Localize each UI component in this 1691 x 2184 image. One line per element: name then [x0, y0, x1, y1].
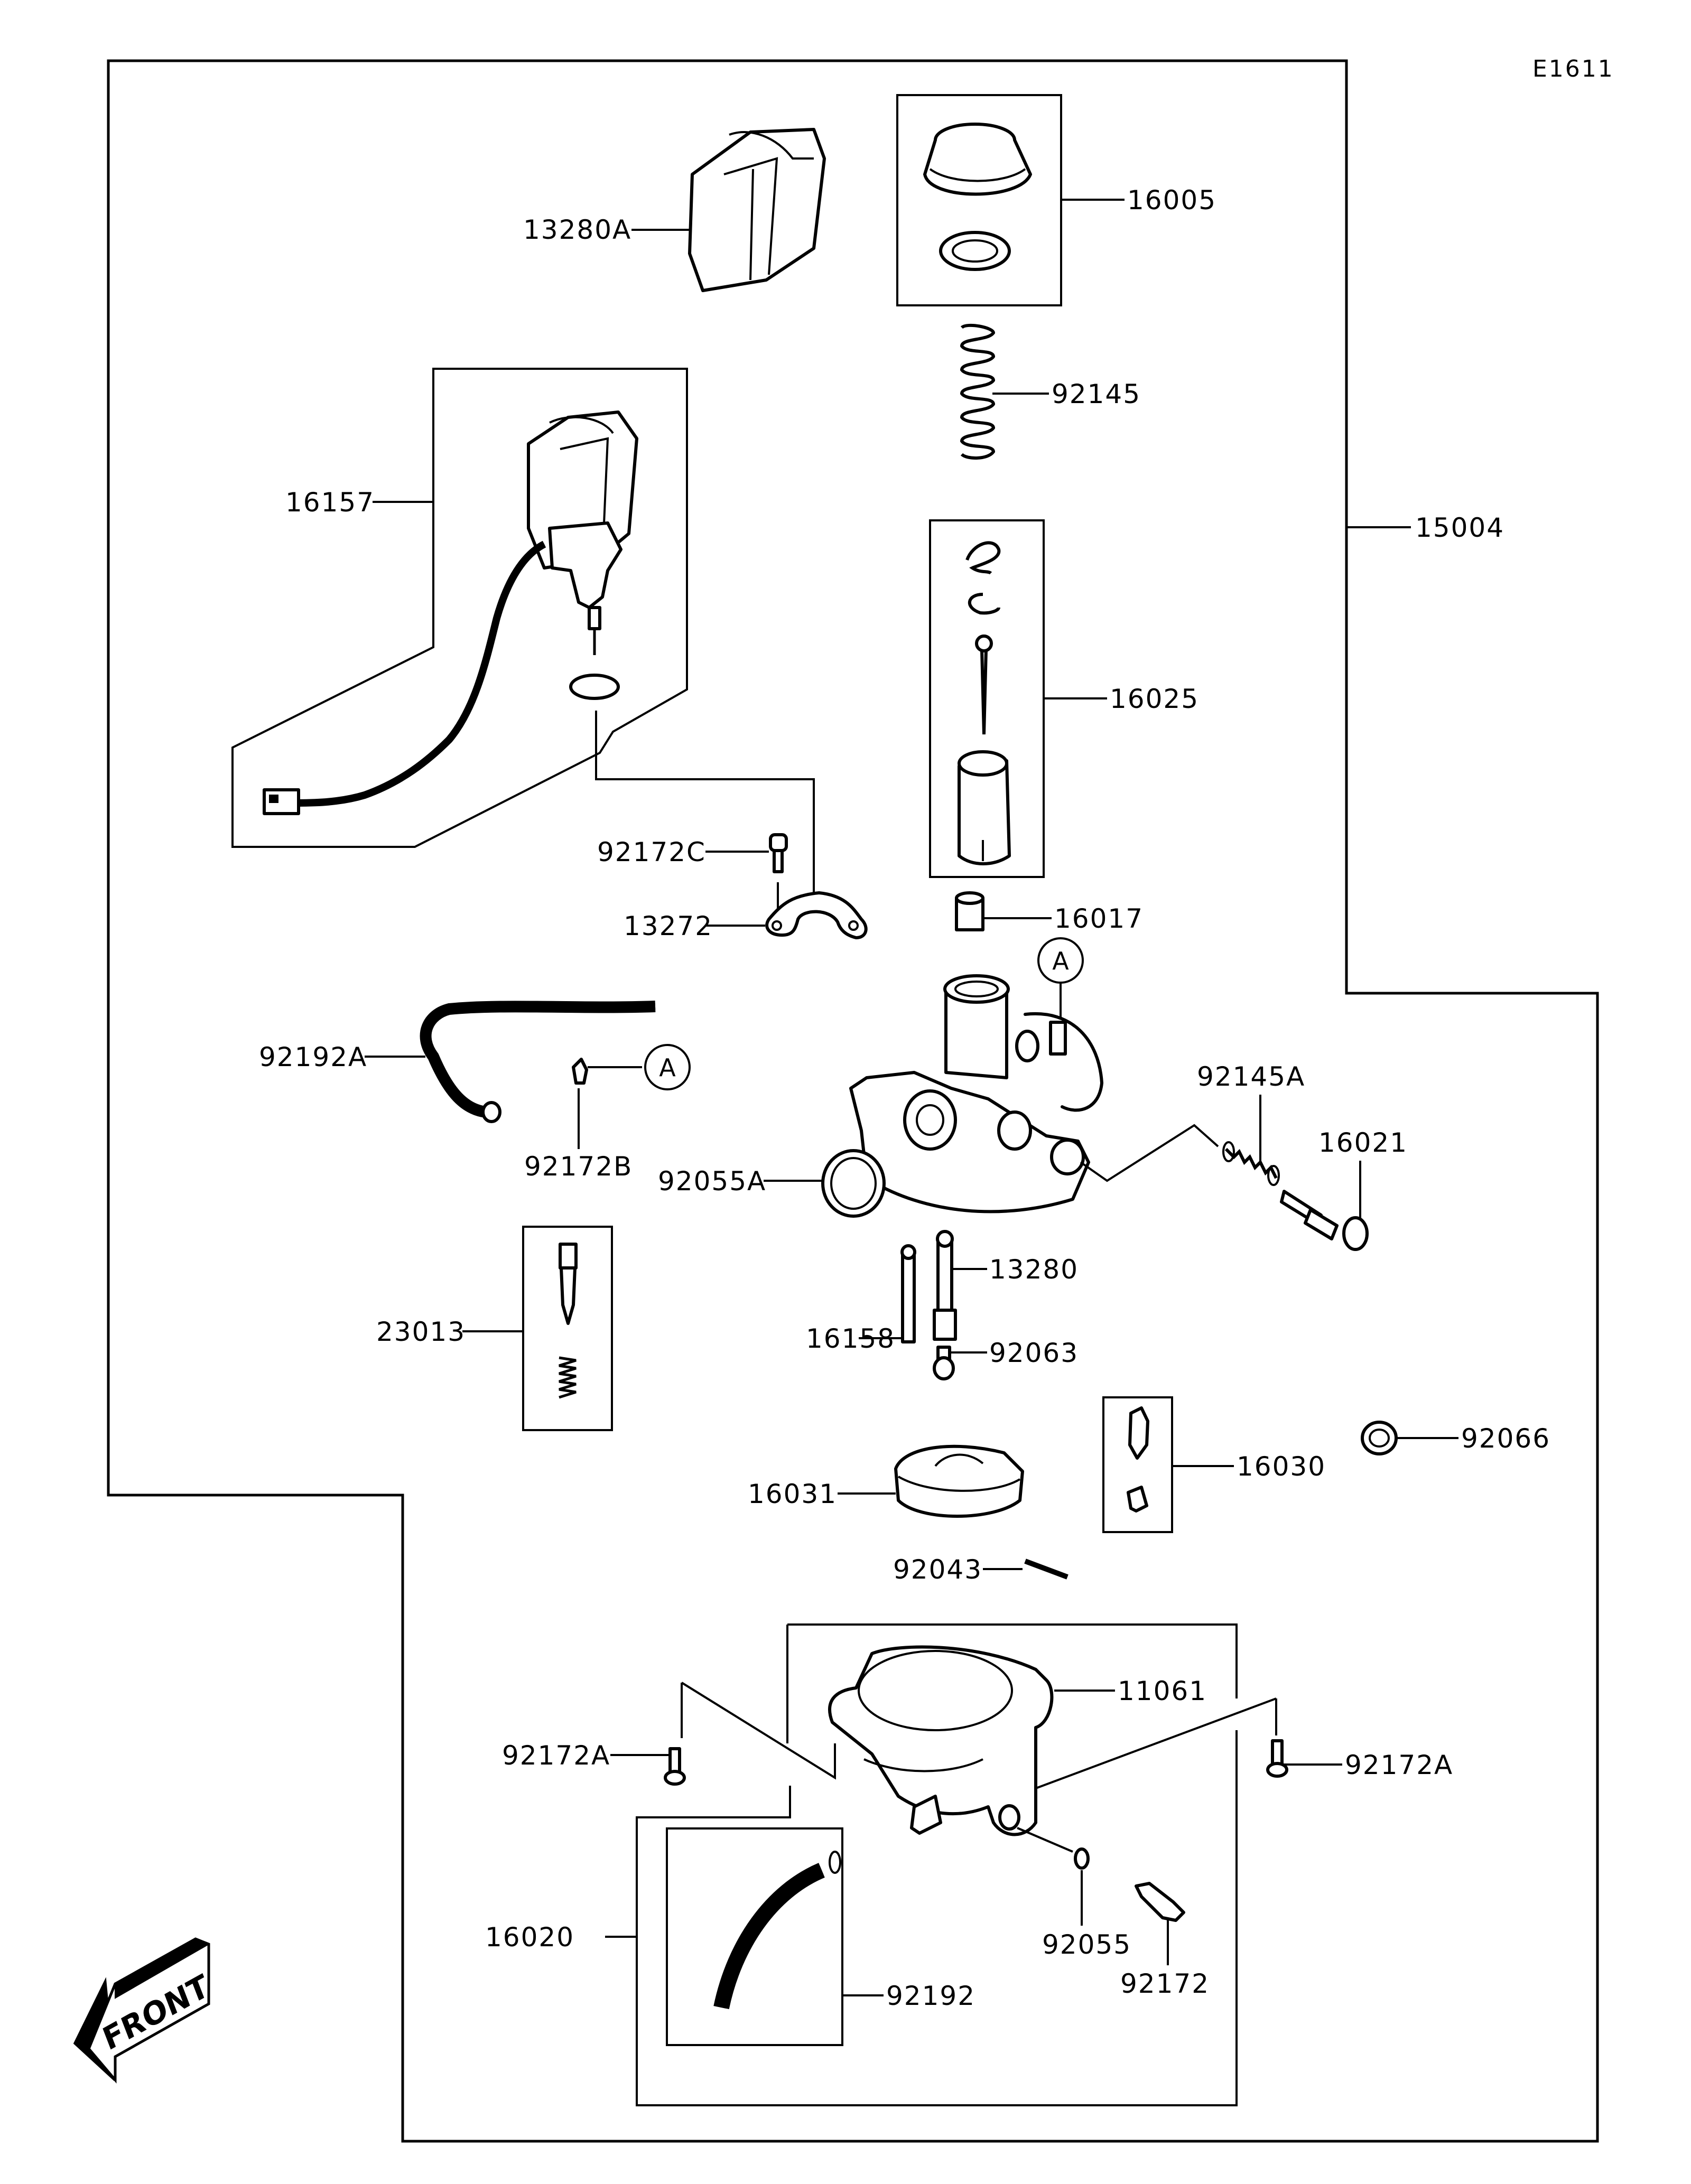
part-16025[interactable]	[958, 541, 1011, 865]
leader-carb-to-screw	[1080, 1124, 1219, 1182]
label-92043[interactable]: 92043	[893, 1554, 982, 1585]
part-92172C[interactable]	[769, 833, 788, 873]
part-92145[interactable]	[960, 323, 996, 460]
label-16030[interactable]: 16030	[1237, 1451, 1326, 1482]
assembly-outline-15004	[107, 59, 1599, 2143]
part-16017[interactable]	[955, 891, 984, 931]
box-16157	[231, 368, 688, 848]
part-92172B[interactable]	[572, 1058, 588, 1085]
part-92172A-right[interactable]	[1266, 1739, 1288, 1778]
label-13280[interactable]: 13280	[989, 1254, 1079, 1285]
label-16031[interactable]: 16031	[748, 1479, 837, 1509]
label-92172[interactable]: 92172	[1120, 1968, 1210, 1999]
label-16017[interactable]: 16017	[1054, 903, 1144, 934]
label-13280A[interactable]: 13280A	[523, 214, 631, 245]
leader-chamber-to-washer	[1017, 1827, 1073, 1853]
part-92055A[interactable]	[821, 1149, 886, 1218]
reference-marker-a-left: A	[644, 1044, 691, 1090]
label-11061[interactable]: 11061	[1118, 1676, 1207, 1706]
label-92055A[interactable]: 92055A	[658, 1166, 766, 1197]
front-arrow-icon: FRONT	[73, 1937, 213, 2084]
part-16021[interactable]	[1280, 1190, 1369, 1251]
diagram-code: E1611	[1532, 55, 1614, 82]
part-92145A[interactable]	[1222, 1141, 1280, 1186]
label-92172C[interactable]: 92172C	[597, 837, 706, 867]
box-23013	[522, 1226, 613, 1431]
reference-marker-a-right: A	[1037, 937, 1084, 984]
part-16157[interactable]	[263, 410, 638, 815]
part-92192[interactable]	[713, 1851, 841, 2010]
label-92172A-left[interactable]: 92172A	[502, 1740, 610, 1771]
part-16158[interactable]	[900, 1244, 916, 1343]
label-92055[interactable]: 92055	[1042, 1929, 1131, 1960]
svg-text:A: A	[1052, 947, 1069, 975]
part-92066[interactable]	[1361, 1421, 1398, 1455]
part-92172[interactable]	[1135, 1882, 1185, 1922]
part-92172A-left[interactable]	[664, 1747, 686, 1786]
label-92192[interactable]: 92192	[886, 1981, 975, 2011]
label-16025[interactable]: 16025	[1110, 684, 1199, 714]
leader-left-screw-to-chamber	[681, 1682, 836, 1780]
label-16020[interactable]: 16020	[485, 1922, 574, 1953]
part-13272[interactable]	[765, 891, 868, 939]
label-92192A[interactable]: 92192A	[259, 1042, 367, 1072]
part-carburetor-body[interactable]	[849, 974, 1103, 1214]
part-16030[interactable]	[1127, 1406, 1149, 1513]
label-92145A[interactable]: 92145A	[1197, 1061, 1305, 1092]
box-float-chamber	[636, 1623, 1238, 2106]
part-92063[interactable]	[933, 1346, 955, 1380]
label-15004[interactable]: 15004	[1415, 512, 1504, 543]
part-23013[interactable]	[559, 1243, 578, 1399]
label-16005[interactable]: 16005	[1127, 185, 1216, 216]
label-92063[interactable]: 92063	[989, 1338, 1079, 1368]
box-16030	[1102, 1396, 1173, 1533]
label-92066[interactable]: 92066	[1461, 1423, 1550, 1454]
part-16031[interactable]	[894, 1444, 1024, 1518]
part-16005[interactable]	[923, 123, 1032, 271]
label-92145[interactable]: 92145	[1052, 379, 1141, 409]
part-11061[interactable]	[828, 1645, 1054, 1836]
part-13280[interactable]	[933, 1230, 957, 1341]
part-92055[interactable]	[1074, 1847, 1090, 1870]
label-16158[interactable]: 16158	[806, 1323, 895, 1354]
part-92192A[interactable]	[420, 1001, 656, 1123]
svg-text:A: A	[659, 1053, 676, 1082]
label-16021[interactable]: 16021	[1318, 1127, 1408, 1158]
label-92172A-right[interactable]: 92172A	[1345, 1750, 1453, 1780]
leader-choke-to-clamp	[595, 711, 815, 895]
label-23013[interactable]: 23013	[376, 1317, 466, 1347]
box-92192	[666, 1827, 843, 2046]
label-13272[interactable]: 13272	[624, 911, 713, 941]
label-92172B[interactable]: 92172B	[524, 1151, 633, 1182]
part-13280A[interactable]	[688, 128, 826, 292]
label-16157[interactable]: 16157	[285, 487, 375, 518]
part-92043[interactable]	[1024, 1558, 1069, 1580]
leader-right-screw-to-chamber	[1035, 1697, 1277, 1790]
